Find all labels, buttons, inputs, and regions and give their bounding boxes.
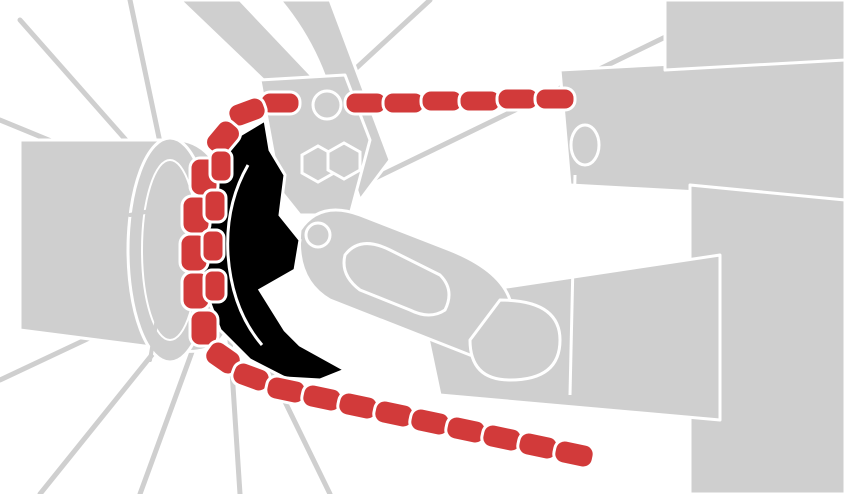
chain-link (535, 88, 575, 110)
chain-link (204, 270, 226, 302)
bolt-hex-2 (328, 143, 360, 179)
chain-stay-upper (560, 55, 845, 200)
chain-link (421, 90, 463, 112)
chain-link (210, 150, 232, 182)
chain-link (204, 190, 226, 222)
chain-link (383, 92, 425, 114)
frame-panel-top (665, 0, 845, 70)
chain-link (202, 230, 224, 262)
pivot-bolt (571, 125, 599, 165)
chain-link (345, 92, 387, 114)
chain-link (497, 88, 539, 110)
bolt-top (313, 91, 341, 119)
bolt-axle (306, 223, 330, 247)
chain-link (459, 90, 501, 112)
